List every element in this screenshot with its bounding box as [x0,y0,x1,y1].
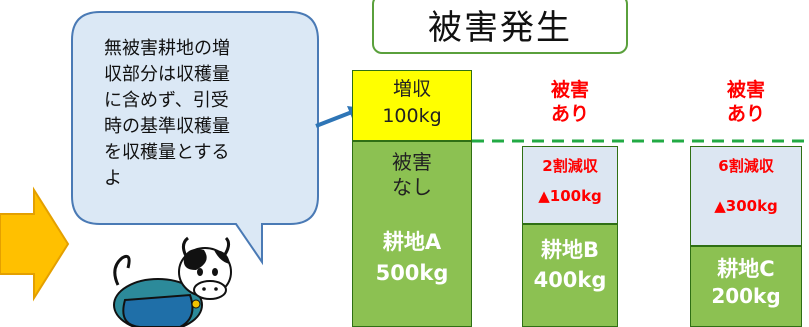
field-b-header: 被害 あり [522,78,618,126]
orange-arrow-icon [0,186,70,302]
speech-bubble [71,11,319,266]
field-b-name: 耕地B [540,238,599,262]
bubble-line: 収部分は収穫量 [104,64,230,85]
increase-label: 増収 [392,78,431,100]
field-a-amount: 500kg [375,261,449,285]
bubble-line: に含めず、引受 [104,90,229,111]
bubble-line: よ [104,168,122,189]
field-b-column: 耕地B 400kg [522,224,618,327]
field-c-loss-box: 6割減収 ▲300kg [690,146,802,246]
field-c-header: 被害 あり [690,78,802,126]
field-c-column: 耕地C 200kg [690,246,802,327]
field-b-reduction: 2割減収 [542,157,598,175]
field-c-amount: 200kg [711,284,781,308]
field-c-header-line: 被害 [726,79,765,101]
speech-bubble-text: 無被害耕地の増 収部分は収穫量 に含めず、引受 時の基準収穫量 を収穫量とする … [104,36,284,192]
field-b-header-line: 被害 [550,79,589,101]
field-b-loss: ▲100kg [538,187,602,205]
field-a-damage-status: なし [392,175,432,199]
field-b-loss-box: 2割減収 ▲100kg [522,146,618,224]
increase-box: 増収 100kg [352,70,472,141]
cow-mascot-icon [113,236,232,327]
bubble-line: 無被害耕地の増 [104,38,230,59]
field-a-column: 被害 なし 耕地A 500kg [352,141,472,327]
field-a-name: 耕地A [382,230,442,254]
field-a-damage-label: 被害 [392,150,432,174]
page-title: 被害発生 [372,0,628,54]
field-c-reduction: 6割減収 [718,157,774,175]
field-c-header-line: あり [726,103,765,125]
increase-amount: 100kg [382,105,442,127]
bubble-line: 時の基準収穫量 [104,116,230,137]
field-c-name: 耕地C [717,257,775,281]
field-c-loss: ▲300kg [714,197,778,215]
field-b-amount: 400kg [533,268,607,292]
field-b-header-line: あり [550,103,589,125]
bubble-line: を収穫量とする [104,142,230,163]
